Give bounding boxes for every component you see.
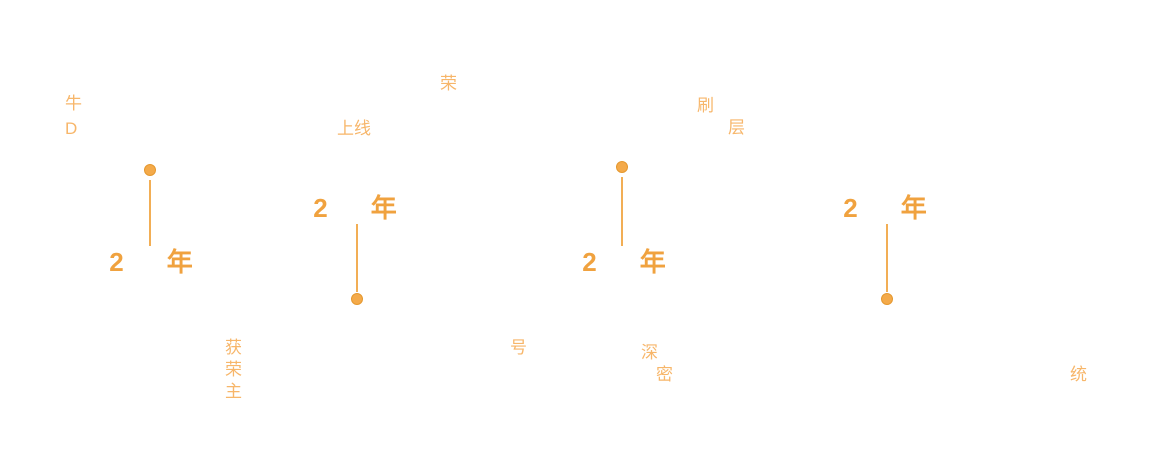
year-visible-end: 年	[900, 193, 927, 223]
year-visible-start: 2	[109, 247, 124, 277]
milestone-text-fragment: 上线	[337, 119, 371, 138]
milestone-text-fragment: 深	[641, 343, 658, 362]
timeline-connector-line	[621, 177, 623, 246]
timeline-dot	[881, 293, 893, 305]
year-visible-end: 年	[370, 193, 397, 223]
milestone-text-fragment: 荣	[440, 74, 457, 93]
year-visible-start: 2	[582, 247, 597, 277]
timeline-dot	[144, 164, 156, 176]
milestone-text-fragment: D	[65, 119, 78, 138]
timeline-connector-line	[886, 224, 888, 292]
year-visible-end: 年	[639, 247, 666, 277]
year-visible-start: 2	[313, 193, 328, 223]
timeline-connector-line	[149, 180, 151, 246]
year-visible-end: 年	[166, 247, 193, 277]
timeline-connector-line	[356, 224, 358, 292]
milestone-text-fragment: 获	[225, 338, 242, 357]
milestone-text-fragment: 号	[510, 338, 527, 357]
milestone-text-fragment: 层	[728, 118, 745, 137]
milestone-text-fragment: 荣	[225, 360, 242, 379]
milestone-text-fragment: 牛	[65, 94, 82, 113]
timeline-dot	[351, 293, 363, 305]
year-visible-start: 2	[843, 193, 858, 223]
milestone-text-fragment: 刷	[697, 96, 714, 115]
milestone-text-fragment: 主	[225, 382, 242, 401]
milestone-text-fragment: 密	[656, 365, 673, 384]
timeline-dot	[616, 161, 628, 173]
milestone-text-fragment: 统	[1070, 365, 1087, 384]
